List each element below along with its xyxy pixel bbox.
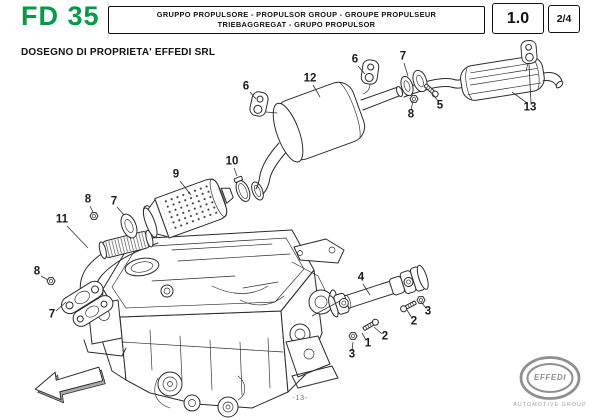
clamp-10 [233,175,251,202]
hanger-6-right [359,58,381,95]
muffler-12 [272,81,366,163]
leader-lines [40,62,532,352]
silencer-13 [460,56,545,101]
title-line-1: GRUPPO PROPULSORE - PROPULSOR GROUP - GR… [156,9,437,19]
logo-rings-icon [519,356,581,400]
catalytic-converter-9 [142,178,234,239]
rear-gaskets-7 [400,69,440,103]
model-code: FD 35 [21,1,100,31]
brand-text: EFFEDI [533,373,567,382]
hanger-13-bracket [519,39,539,72]
hanger-6-left [248,90,278,118]
title-box: GRUPPO PROPULSORE - PROPULSOR GROUP - GR… [108,6,485,34]
brand-subtext: AUTOMOTIVE GROUP [513,402,587,408]
sheet-number-box: 2/4 [548,5,580,33]
effedi-logo: EFFEDI AUTOMOTIVE GROUP [513,355,586,413]
title-line-2: TRIEBAGGREGAT - GRUPO PROPULSOR [217,20,376,29]
page-number: -13- [292,393,308,402]
downpipe-flange [46,277,114,327]
property-notice: DOSEGNO DI PROPRIETA' EFFEDI SRL [21,47,216,58]
silencer-tailpipe [542,72,564,89]
pipe-sleeve [251,181,264,201]
muffler-inlet-pipe [255,142,290,195]
driveshaft-4 [328,264,429,318]
engine-assembly [83,229,345,418]
front-pipe-11 [79,229,159,298]
direction-arrow-icon [34,366,106,404]
section-code-box: 1.0 [492,3,544,34]
